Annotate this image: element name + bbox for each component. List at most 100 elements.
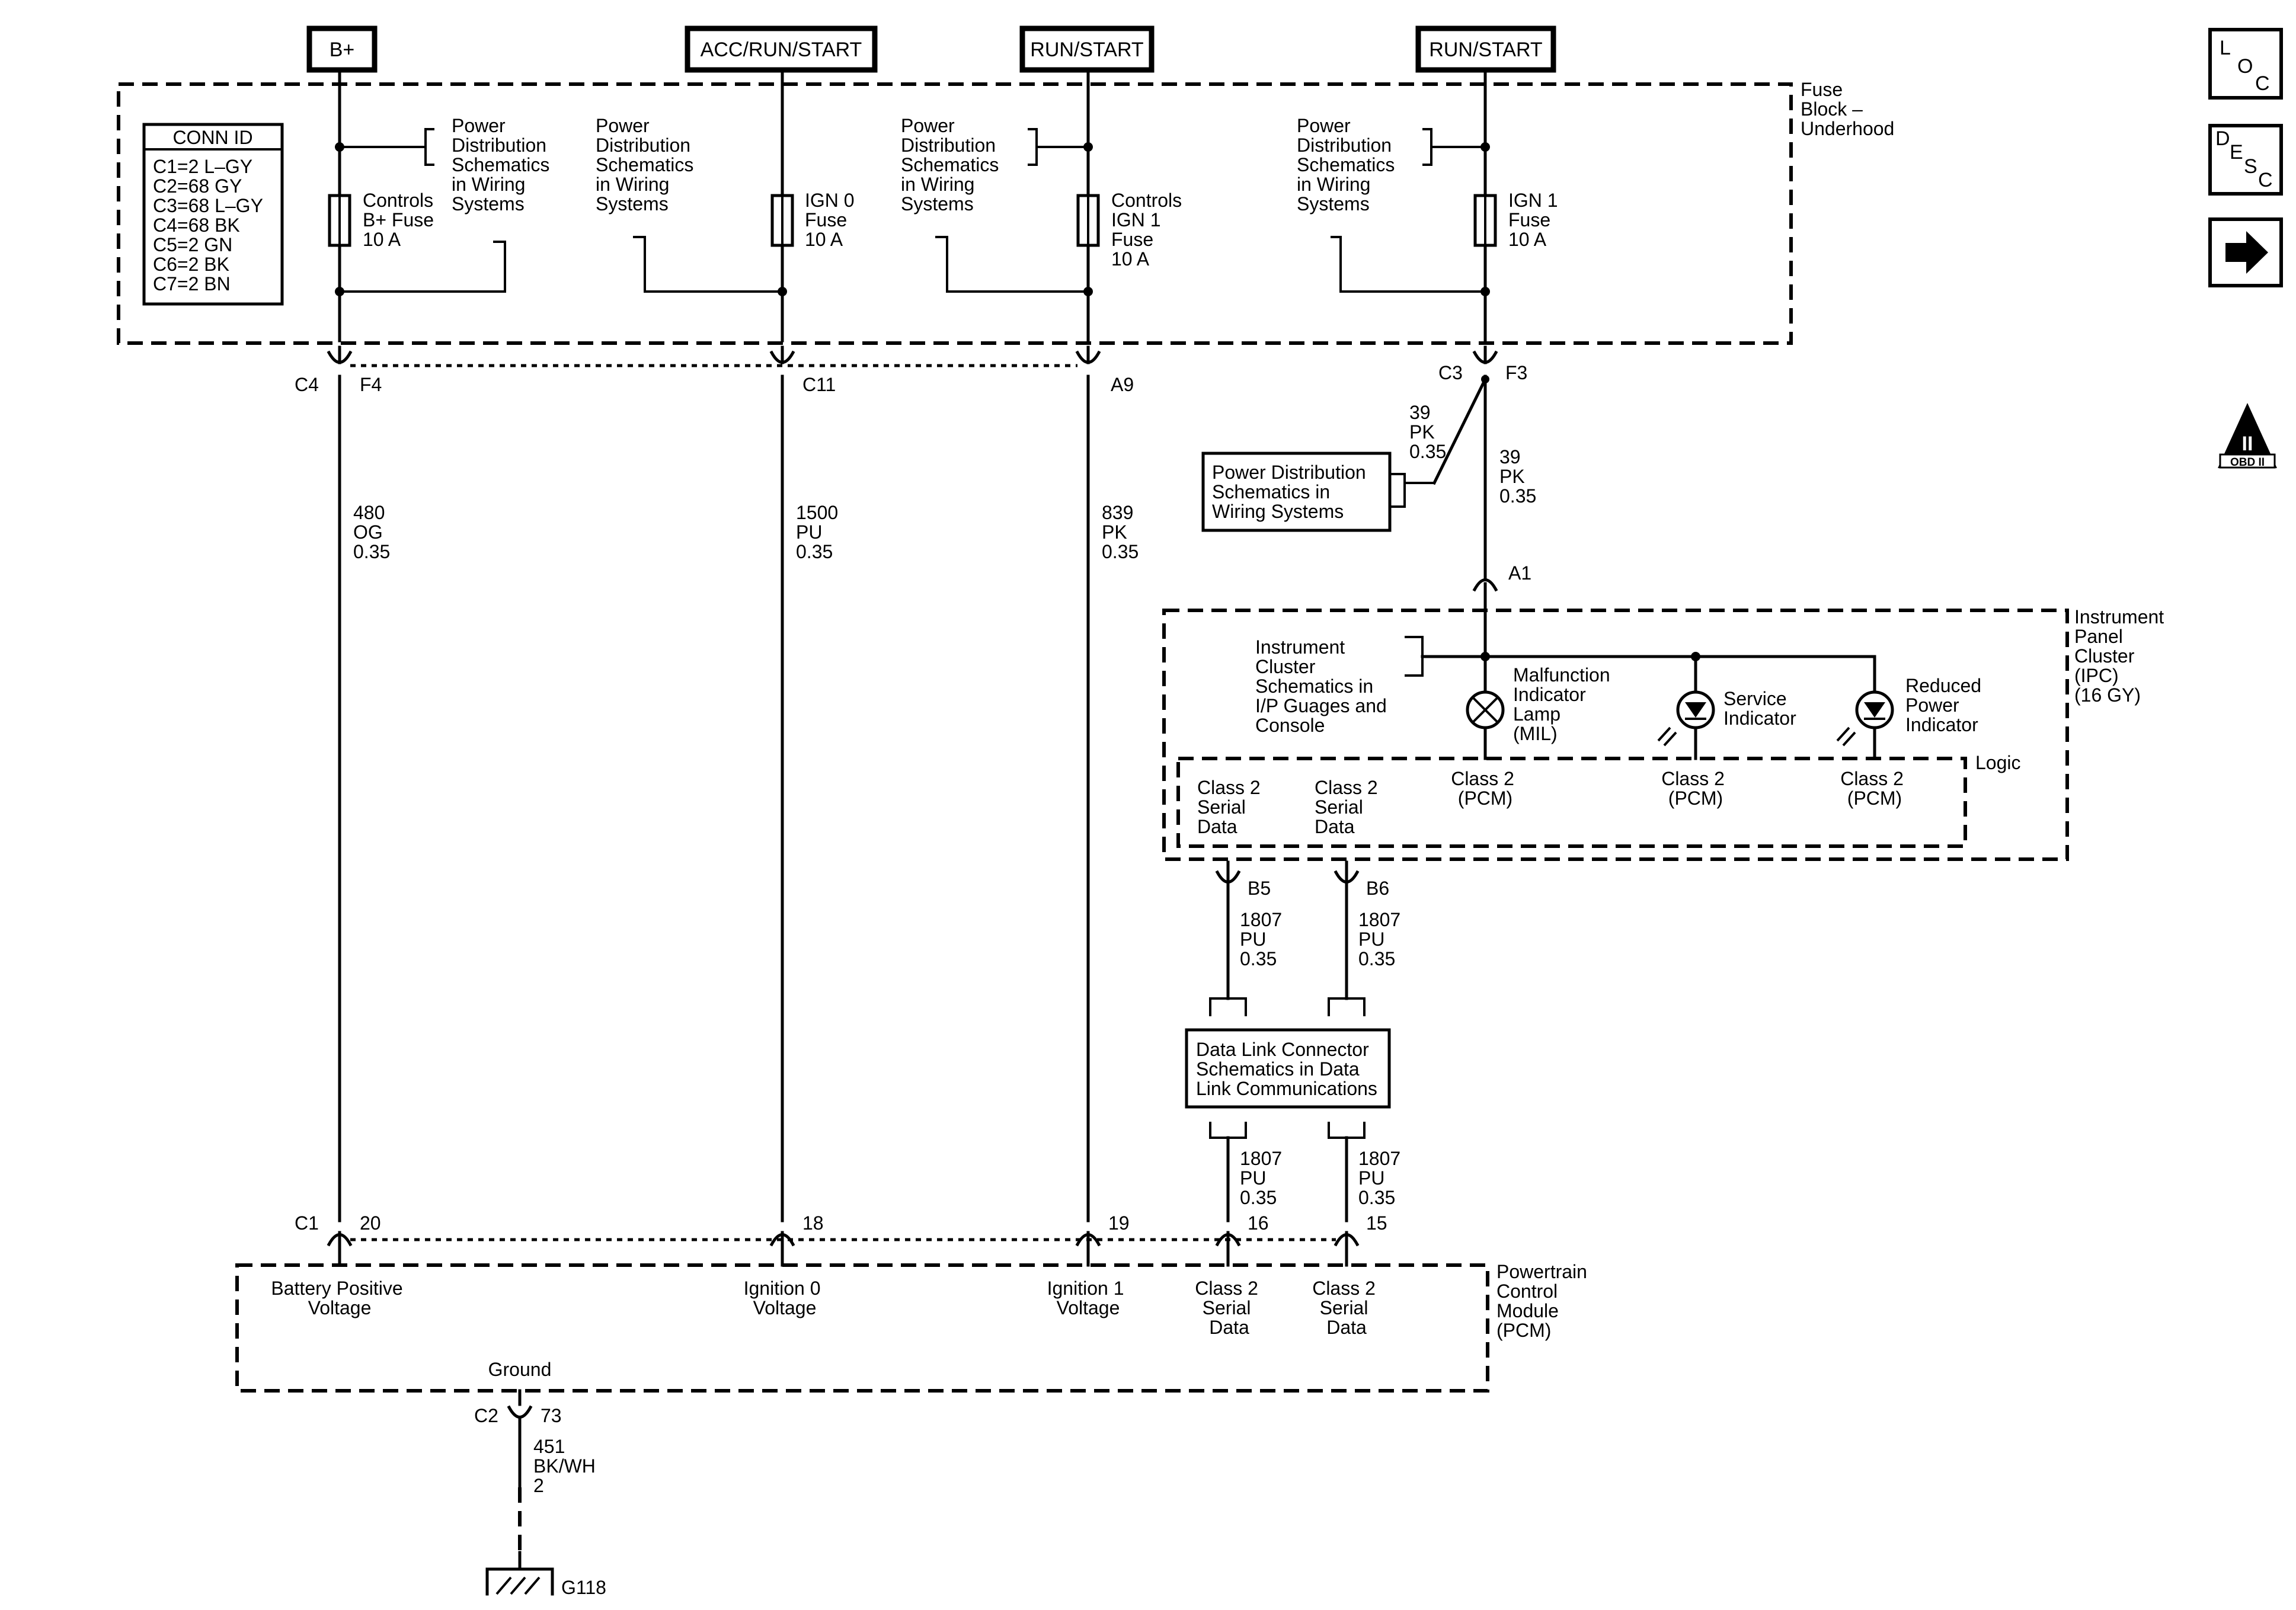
wire-label-451: 451 BK/WH 2 xyxy=(533,1436,601,1496)
conn-id-table: CONN ID C1=2 L–GY C2=68 GY C3=68 L–GY C4… xyxy=(142,123,284,306)
wire-label-39: 39 PK 0.35 xyxy=(1499,446,1536,507)
pcm-ground-label: Ground xyxy=(488,1359,552,1380)
fuse-label-ign-1: IGN 1 Fuse 10 A xyxy=(1508,190,1563,250)
mil-lamp-icon xyxy=(1466,690,1505,729)
ground-circuit xyxy=(507,1389,533,1571)
reduced-power-label: Reduced Power Indicator xyxy=(1905,675,1987,735)
power-distribution-ref-box: Power Distribution Schematics in Wiring … xyxy=(1201,452,1392,532)
power-source-label: RUN/START xyxy=(1030,39,1143,61)
svg-text:C: C xyxy=(2255,72,2270,95)
connector-label: B5 xyxy=(1248,878,1271,899)
wire-label-480: 480 OG 0.35 xyxy=(353,502,390,562)
connector-label: C4 xyxy=(295,374,319,395)
connector-a1 xyxy=(1472,578,1498,660)
conn-id-row: C1=2 L–GY xyxy=(153,156,252,177)
svg-text:E: E xyxy=(2230,141,2243,164)
wire-label-1807-b: 1807 PU 0.35 xyxy=(1358,909,1406,969)
pcm-class2-serial-data-2: Class 2 Serial Data xyxy=(1312,1278,1381,1338)
pcm-title: Powertrain Control Module (PCM) xyxy=(1496,1261,1593,1341)
conn-id-row: C4=68 BK xyxy=(153,215,240,236)
svg-text:L: L xyxy=(2220,37,2231,59)
conn-id-row: C5=2 GN xyxy=(153,234,232,255)
pcm-ignition-0-voltage: Ignition 0 Voltage xyxy=(744,1278,826,1318)
svg-text:O: O xyxy=(2237,55,2253,78)
pcm-connectors xyxy=(327,1231,1360,1267)
pcm-outline xyxy=(235,1263,1489,1393)
ipc-class2-pcm-1: Class 2 (PCM) xyxy=(1451,768,1520,809)
ipc-outline xyxy=(1162,609,2069,861)
ground-icon xyxy=(485,1567,554,1596)
ipc-ref: Instrument Cluster Schematics in I/P Gua… xyxy=(1255,636,1392,736)
connector-label: 15 xyxy=(1366,1212,1387,1234)
conn-id-row: C6=2 BK xyxy=(153,254,229,275)
conn-id-row: C3=68 L–GY xyxy=(153,195,263,216)
ipc-title: Instrument Panel Cluster (IPC) (16 GY) xyxy=(2074,606,2169,706)
power-source-label: RUN/START xyxy=(1429,39,1542,61)
svg-text:Power Distribution Schem: Power Distribution Schematics in Wiring … xyxy=(1212,462,1371,522)
power-source-label: B+ xyxy=(330,39,355,61)
dlc-ref-box: Data Link Connector Schematics in Data L… xyxy=(1185,997,1391,1222)
mil-label: Malfunction Indicator Lamp (MIL) xyxy=(1513,664,1616,744)
connector-label: 73 xyxy=(541,1405,562,1426)
connector-label: B6 xyxy=(1366,878,1389,899)
conn-id-row: C2=68 GY xyxy=(153,175,242,197)
service-indicator-label: Service Indicator xyxy=(1723,688,1796,729)
connector-label: 19 xyxy=(1108,1212,1130,1234)
connector-label: F4 xyxy=(360,374,382,395)
fuse-block-ref-1: Power Distribution Schematics in Wiring … xyxy=(452,115,555,215)
ipc-logic-outline xyxy=(1176,757,1967,848)
next-arrow-icon[interactable] xyxy=(2208,217,2283,287)
fuse-label-controls-ign-1: Controls IGN 1 Fuse 10 A xyxy=(1111,190,1187,270)
connector-label: C2 xyxy=(474,1405,498,1426)
fuse-block-title: Fuse Block – Underhood xyxy=(1801,79,1894,139)
wire-label-1500: 1500 PU 0.35 xyxy=(796,502,843,562)
svg-text:OBD II: OBD II xyxy=(2230,456,2265,469)
svg-text:C: C xyxy=(2258,169,2273,191)
ipc-ref-bracket xyxy=(1405,636,1424,677)
wire-label-1807-d: 1807 PU 0.35 xyxy=(1358,1148,1406,1208)
power-source-acc-run-start: ACC/RUN/START xyxy=(685,25,878,73)
svg-text:II: II xyxy=(2242,433,2253,455)
ground-g118-label: G118 xyxy=(561,1577,606,1598)
reduced-power-led-icon xyxy=(1836,690,1894,747)
connector-a9 xyxy=(1075,345,1101,364)
svg-text:D: D xyxy=(2215,127,2230,150)
connector-label: A9 xyxy=(1111,374,1134,395)
fuse-block-outline xyxy=(117,82,1793,345)
wire-label-1807-a: 1807 PU 0.35 xyxy=(1240,909,1287,969)
obd-ii-icon: II OBD II xyxy=(2218,403,2277,469)
circuit-ign-1-controls xyxy=(935,68,1100,1222)
ipc-class2-pcm-2: Class 2 (PCM) xyxy=(1661,768,1730,809)
power-source-b-plus: B+ xyxy=(306,25,378,73)
connector-b6 xyxy=(1334,860,1360,1000)
fuse-block-ref-3: Power Distribution Schematics in Wiring … xyxy=(901,115,1004,215)
circuit-b-plus xyxy=(328,68,506,1222)
wire-label-1807-c: 1807 PU 0.35 xyxy=(1240,1148,1287,1208)
fuse-label-controls-b-plus: Controls B+ Fuse 10 A xyxy=(363,190,439,250)
circuit-ign-0 xyxy=(633,68,794,1222)
power-source-run-start-1: RUN/START xyxy=(1019,25,1155,73)
svg-text:Data Link Connector Sche: Data Link Connector Schematics in Data L… xyxy=(1196,1039,1377,1099)
connector-label: 20 xyxy=(360,1212,381,1234)
fuse-block-ref-2: Power Distribution Schematics in Wiring … xyxy=(596,115,699,215)
connector-label: C1 xyxy=(295,1212,319,1234)
connector-label: 18 xyxy=(802,1212,824,1234)
service-indicator-led-icon xyxy=(1657,690,1715,747)
connector-c11 xyxy=(769,345,795,364)
connector-label: A1 xyxy=(1508,562,1531,584)
connector-c3 xyxy=(1472,345,1498,364)
conn-id-title: CONN ID xyxy=(172,127,252,148)
wire-label-839: 839 PK 0.35 xyxy=(1102,502,1139,562)
ipc-class2-pcm-3: Class 2 (PCM) xyxy=(1840,768,1909,809)
connector-label: C11 xyxy=(802,374,836,395)
fuse-label-ign-0: IGN 0 Fuse 10 A xyxy=(805,190,859,250)
circuit-ign-1 xyxy=(1331,68,1497,580)
connector-label: 16 xyxy=(1248,1212,1269,1234)
pcm-ignition-1-voltage: Ignition 1 Voltage xyxy=(1047,1278,1130,1318)
loc-icon[interactable]: L O C xyxy=(2208,28,2283,100)
ipc-class2-serial-data-1: Class 2 Serial Data xyxy=(1197,777,1266,837)
connector-b5 xyxy=(1215,860,1241,1000)
desc-icon[interactable]: D E S C xyxy=(2208,124,2283,196)
pcm-battery-positive-voltage: Battery Positive Voltage xyxy=(271,1278,408,1318)
